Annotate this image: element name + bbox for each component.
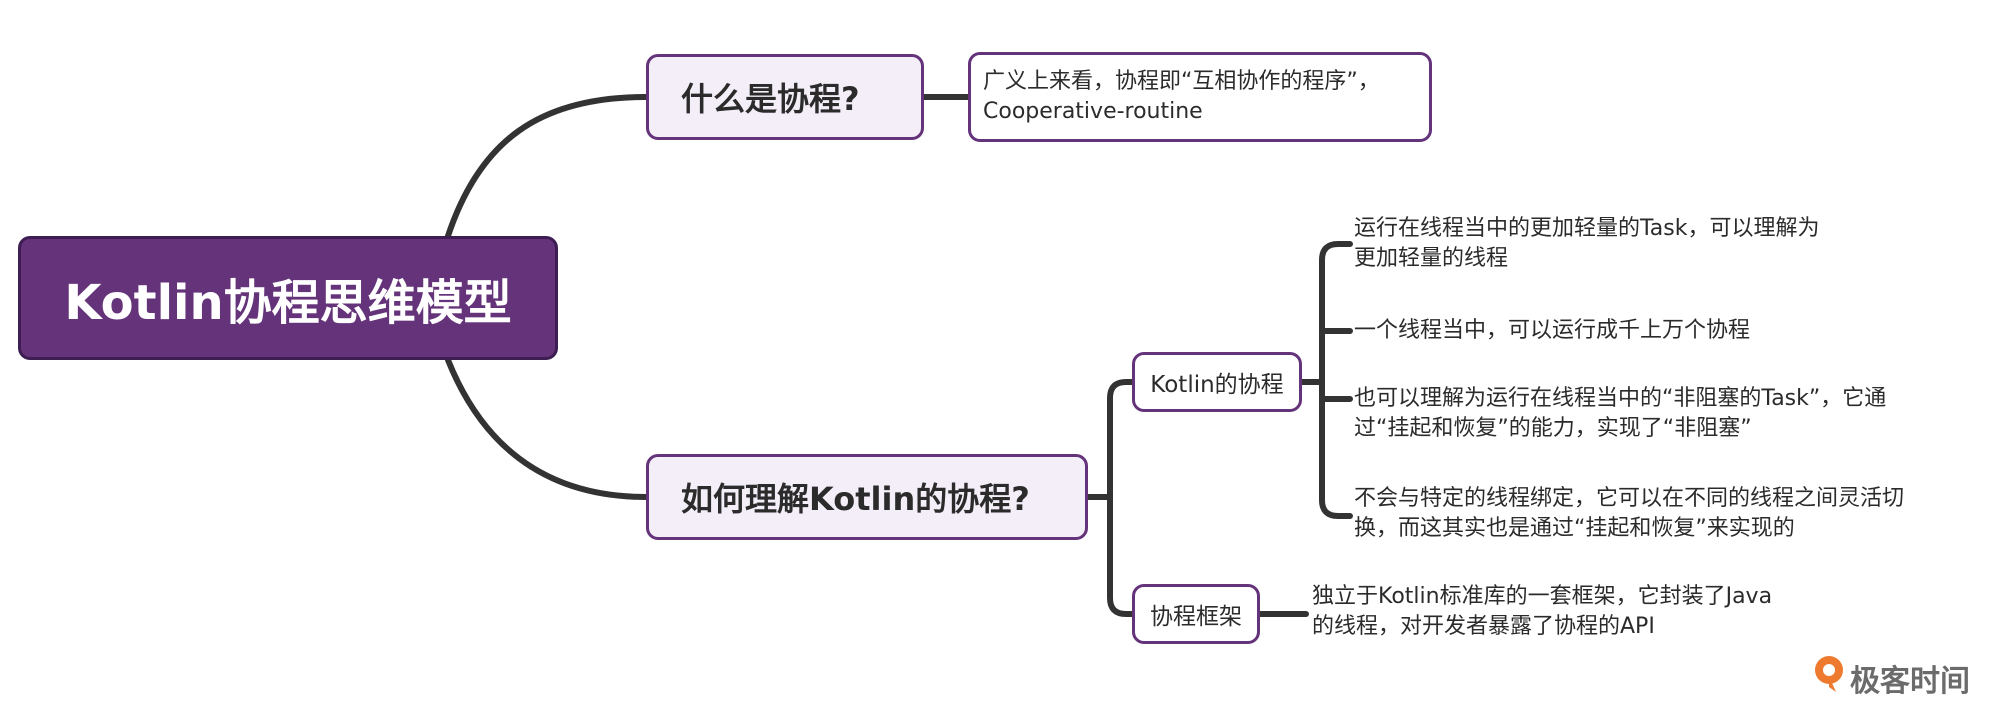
sub-label: Kotlin的协程 [1150, 372, 1284, 398]
leaf-line: 独立于Kotlin标准库的一套框架，它封装了Java [1312, 584, 1773, 609]
sub-kotlin-coroutine[interactable]: Kotlin的协程 [1132, 352, 1302, 412]
branch-label: 如何理解Kotlin的协程? [681, 480, 1030, 518]
link-sub-bracket [1107, 379, 1135, 617]
root-label: Kotlin协程思维模型 [64, 275, 512, 331]
leaf-line: 运行在线程当中的更加轻量的Task，可以理解为 [1354, 216, 1820, 241]
leaf-line: 不会与特定的线程绑定，它可以在不同的线程之间灵活切 [1354, 486, 1905, 511]
leaf-thousands-coroutines[interactable]: 一个线程当中，可以运行成千上万个协程 [1354, 316, 1914, 346]
leaf-line: 换，而这其实也是通过“挂起和恢复”来实现的 [1354, 516, 1795, 541]
leaf-lightweight-task[interactable]: 运行在线程当中的更加轻量的Task，可以理解为 更加轻量的线程 [1354, 214, 1914, 274]
geektime-logo: 极客时间 [1812, 654, 1970, 702]
sub-coroutine-framework[interactable]: 协程框架 [1132, 584, 1260, 644]
leaf-thread-switching[interactable]: 不会与特定的线程绑定，它可以在不同的线程之间灵活切 换，而这其实也是通过“挂起和… [1354, 484, 1974, 544]
leaf-framework-description[interactable]: 独立于Kotlin标准库的一套框架，它封装了Java 的线程，对开发者暴露了协程… [1312, 582, 1852, 642]
geektime-logo-icon [1812, 654, 1846, 702]
sub-label: 协程框架 [1150, 604, 1242, 630]
definition-line: 广义上来看，协程即“互相协作的程序”， [983, 69, 1380, 94]
logo-text: 极客时间 [1850, 664, 1970, 699]
link-root-to-how-understand [445, 357, 649, 500]
definition-line: Cooperative-routine [983, 99, 1203, 124]
leaf-line: 的线程，对开发者暴露了协程的API [1312, 614, 1655, 639]
link-root-to-what-is [445, 94, 649, 239]
leaf-line: 一个线程当中，可以运行成千上万个协程 [1354, 318, 1751, 343]
leaf-line: 也可以理解为运行在线程当中的“非阻塞的Task”，它通 [1354, 386, 1887, 411]
link-leaf-bracket [1319, 241, 1353, 519]
leaf-line: 更加轻量的线程 [1354, 246, 1509, 271]
leaf-non-blocking-task[interactable]: 也可以理解为运行在线程当中的“非阻塞的Task”，它通 过“挂起和恢复”的能力，… [1354, 384, 1954, 444]
definition-box[interactable]: 广义上来看，协程即“互相协作的程序”， Cooperative-routine [968, 52, 1432, 142]
branch-what-is-coroutine[interactable]: 什么是协程? [646, 54, 924, 140]
root-node[interactable]: Kotlin协程思维模型 [18, 236, 558, 360]
branch-label: 什么是协程? [681, 80, 860, 118]
branch-how-understand[interactable]: 如何理解Kotlin的协程? [646, 454, 1088, 540]
leaf-line: 过“挂起和恢复”的能力，实现了“非阻塞” [1354, 416, 1752, 441]
